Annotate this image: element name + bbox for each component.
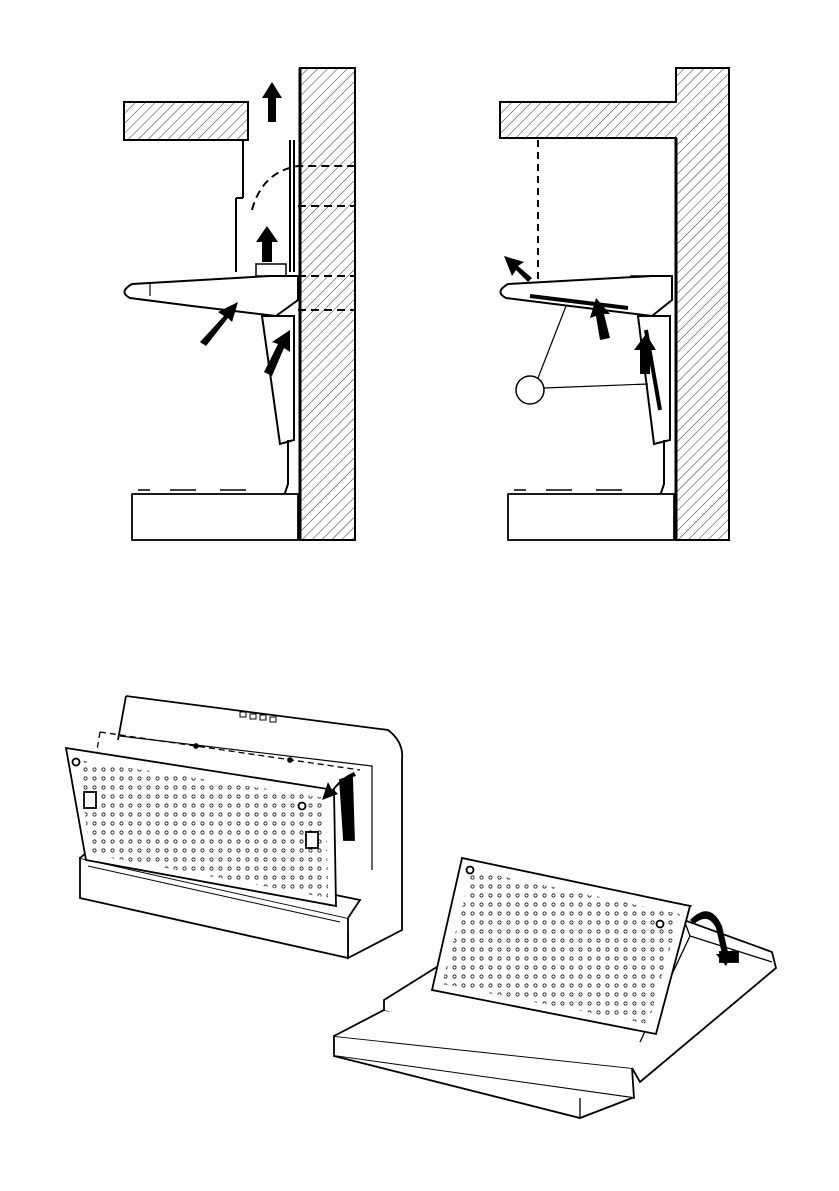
callout-circle (516, 376, 544, 404)
hood-canopy (500, 276, 672, 316)
ducted-extraction-section (124, 68, 355, 540)
ceiling-slab (124, 102, 248, 140)
wall (300, 68, 355, 540)
hood-front-open-panel (66, 696, 402, 958)
recirculation-section (500, 68, 729, 540)
airflow-arrow-icon (504, 256, 656, 374)
